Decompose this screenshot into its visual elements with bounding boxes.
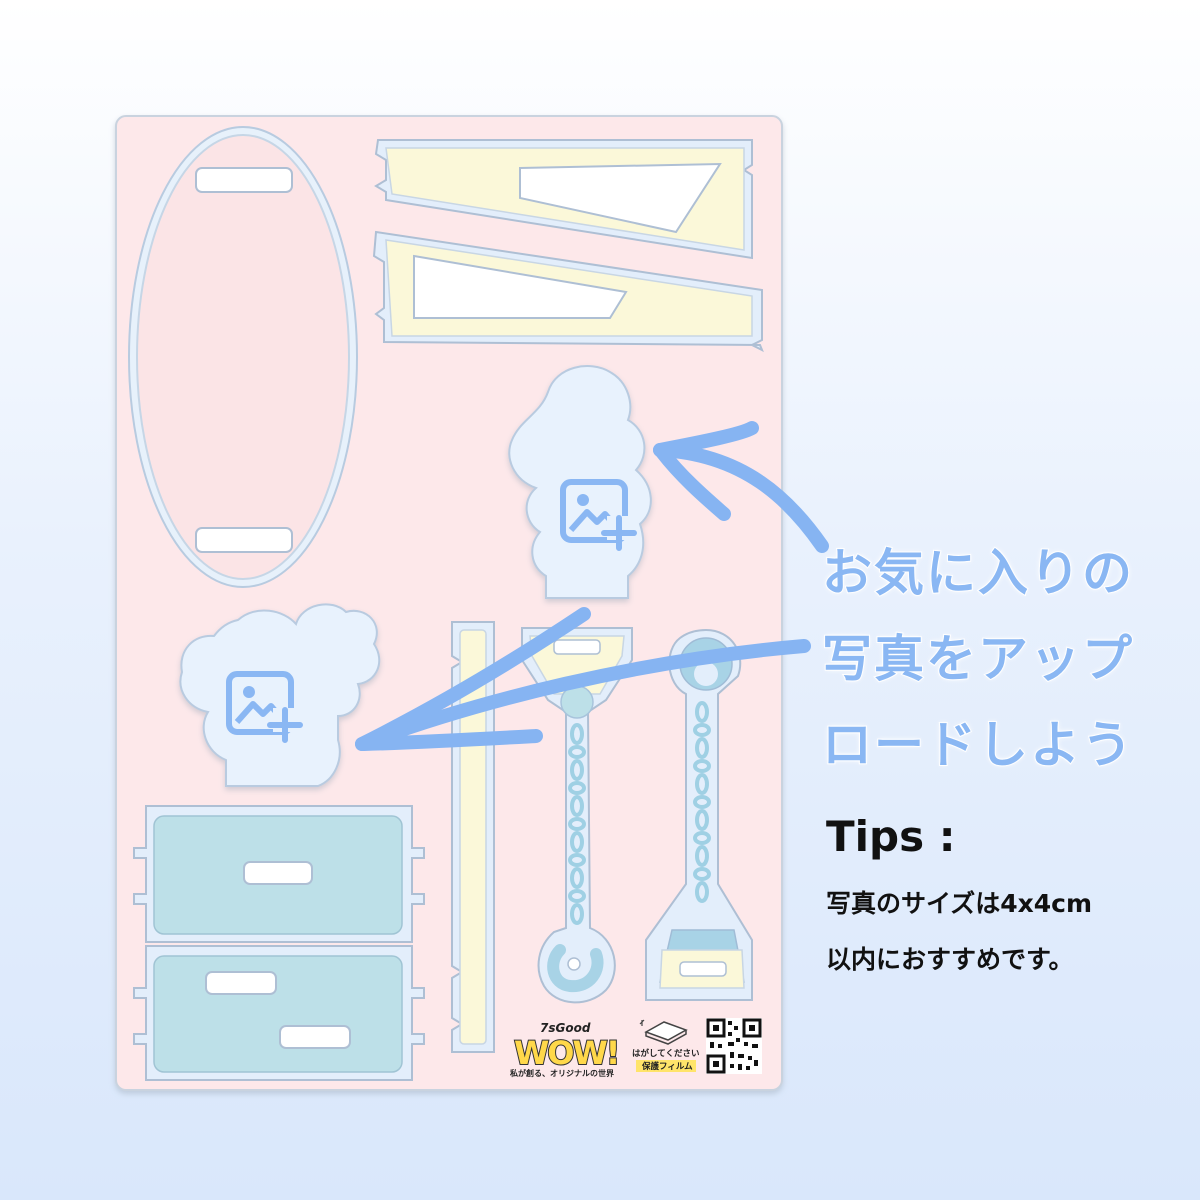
brand-top-text: 7sGood	[540, 1021, 591, 1035]
drawer-front-part-2	[133, 945, 425, 1081]
brand-logo: 7sGood WOW! 私が創る、オリジナルの世界	[509, 1021, 621, 1078]
tips-line-1: 写真のサイズは4x4cm	[826, 889, 1093, 918]
tips-line-2: 以内におすすめです。	[826, 945, 1074, 974]
upload-instruction-headline: お気に入りの 写真をアップ ロードしよう	[821, 530, 1182, 788]
drawer-front-part-1	[133, 805, 425, 943]
film-label-line1: はがしてください	[632, 1048, 700, 1059]
tips-title: Tips :	[826, 812, 956, 861]
headline-line-2: 写真をアップ	[821, 629, 1134, 689]
brand-logo-text: WOW!	[514, 1034, 618, 1072]
brand-tagline: 私が創る、オリジナルの世界	[509, 1068, 615, 1078]
add-photo-icon[interactable]	[226, 671, 303, 743]
chain-links	[693, 701, 711, 903]
photo-slot-upper[interactable]	[508, 365, 652, 599]
add-photo-icon[interactable]	[560, 479, 637, 551]
headline-line-3: ロードしよう	[821, 715, 1134, 775]
plank-part-top	[374, 139, 753, 260]
qr-code[interactable]	[706, 1018, 762, 1074]
headline-line-1: お気に入りの	[821, 543, 1134, 603]
plank-part-bottom	[372, 230, 764, 353]
oval-base-part	[128, 126, 358, 588]
upload-arrow-lower	[355, 607, 811, 751]
upload-arrow-upper	[653, 421, 829, 553]
photo-slot-lower[interactable]	[179, 603, 381, 787]
chain-hanger-part-right	[645, 628, 753, 1001]
protective-film-label: はがしてください 保護フィルム	[632, 1019, 700, 1072]
protective-film-icon	[639, 1019, 688, 1045]
film-label-line2: 保護フィルム	[641, 1061, 693, 1072]
chain-links	[568, 723, 586, 925]
